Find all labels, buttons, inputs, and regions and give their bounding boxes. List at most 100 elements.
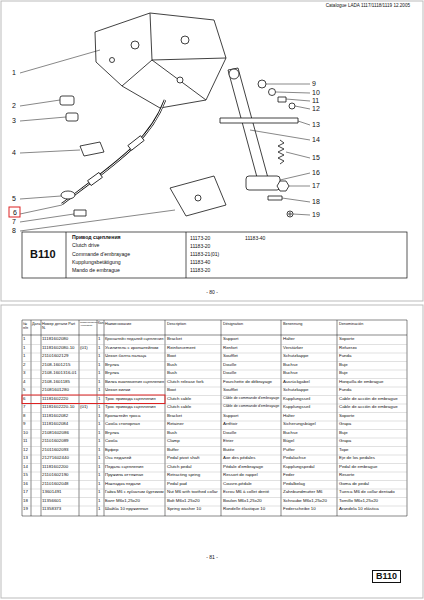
table-cell: 1: [98, 456, 100, 461]
table-header: Benennung: [283, 322, 335, 326]
table-cell: 1: [98, 337, 100, 342]
table-cell: 1: [98, 448, 100, 453]
table-cell: Вилка выключения сцепления: [105, 380, 164, 384]
table-cell: Spring washer 10: [167, 507, 201, 512]
table-cell: Cable de acción de embrague: [339, 405, 398, 410]
table-cell: 21101602190: [42, 473, 69, 478]
table-cell: Tornillo M6x1,25x20: [339, 499, 378, 504]
table-cell: 15: [23, 473, 28, 478]
table-cell: Etrier: [223, 439, 234, 444]
table-cell: 8: [23, 414, 25, 419]
table-cell: Гайка М6 с зубчатым буртиком: [105, 490, 164, 494]
table-cell: Cable de acción de embrague: [339, 397, 398, 402]
table-cell: 11358373: [42, 507, 61, 512]
table-cell: 11: [23, 439, 28, 444]
table-cell: Boot: [167, 354, 176, 359]
callout-number: 3: [12, 117, 16, 124]
callout-number: 12: [312, 105, 320, 112]
table-cell: 3: [23, 371, 25, 376]
table-header: Denominación: [339, 322, 405, 326]
table-cell: 1: [98, 397, 100, 402]
table-cell: Axe des pédales: [223, 456, 255, 461]
table-cell: 14: [23, 465, 28, 470]
table-cell: Втулка: [105, 431, 119, 436]
table-cell: Pedalachse: [283, 456, 306, 461]
callout-number: 8: [12, 227, 16, 234]
table-cell: 1: [98, 346, 100, 351]
table-cell: Болт М6х1,25х20: [105, 499, 140, 504]
table-cell: Ось педалей: [105, 456, 131, 461]
table-cell: 13: [23, 456, 28, 461]
table-cell: Tope: [339, 448, 349, 453]
section-title: Commande d'embrayage: [72, 252, 130, 257]
table-header: Дата: [32, 322, 40, 326]
table-header: Наименование: [105, 322, 163, 326]
table-cell: 2108-1601215: [42, 363, 70, 368]
section-tab: B110: [372, 570, 401, 583]
table-cell: 12: [23, 448, 28, 453]
table-cell: Schutzkappe: [283, 354, 308, 359]
table-cell: 21101602129: [42, 354, 69, 359]
table-header: № п/п: [23, 322, 30, 330]
table-cell: Feder: [283, 473, 294, 478]
table-cell: 2: [23, 363, 25, 368]
table-cell: Kupplungspedal: [283, 465, 315, 470]
table-cell: Clutch cable: [167, 397, 191, 402]
model-code: 11183-20: [190, 268, 210, 273]
table-cell: Support: [223, 337, 238, 342]
table-cell: Grapa: [339, 422, 351, 427]
table-cell: 2108-1601316-01: [42, 371, 77, 376]
table-header: Désignation: [223, 322, 279, 326]
page-header: Catalogue LADA 1117/1118/1119 12.2005: [326, 4, 410, 9]
section-title: Mando de embrague: [72, 268, 120, 273]
table-cell: 11181602220: [42, 397, 68, 402]
table-cell: Fourchette de débrayage: [223, 380, 272, 385]
page-number: - 80 -: [206, 290, 218, 295]
callout-number: 14: [312, 136, 320, 143]
table-cell: Bolt M6x1.25x20: [167, 499, 200, 504]
table-cell: Clutch release fork: [167, 380, 204, 385]
table-cell: Couvre-pédale: [223, 482, 252, 487]
table-cell: Скоба стопорная: [105, 422, 140, 427]
table-cell: Втулка: [105, 363, 119, 368]
table-cell: Bush: [167, 363, 177, 368]
table-cell: Buchse: [283, 371, 298, 376]
model-code: 11183-21(01): [190, 252, 219, 257]
table-cell: Boulon M6x1,25x20: [223, 499, 262, 504]
table-cell: 17: [23, 490, 28, 495]
table-cell: Втулка: [105, 371, 119, 376]
table-cell: Чехол болта пальца: [105, 354, 146, 359]
callout-number: 6: [13, 209, 17, 216]
table-cell: Buje: [339, 431, 348, 436]
table-cell: Schraube M6x1,25x20: [283, 499, 327, 504]
table-cell: Halter: [283, 337, 295, 342]
section-title: Clutch drive: [72, 243, 99, 248]
table-cell: Douille: [223, 431, 236, 436]
table-cell: 21011602093: [42, 448, 69, 453]
table-cell: 1: [98, 388, 100, 393]
section-title: Привод сцепления: [72, 235, 121, 240]
callout-number: 15: [312, 154, 320, 161]
table-cell: 1: [98, 405, 100, 410]
callout-number: 13: [312, 121, 320, 128]
table-cell: Ausrückgabel: [283, 380, 310, 385]
table-cell: Câble de commande d'embrayage: [223, 405, 279, 409]
table-cell: Педаль сцепления: [105, 465, 143, 470]
table-cell: Retainer: [167, 422, 184, 427]
table-cell: 11356601: [42, 499, 61, 504]
table-cell: Buchse: [283, 431, 298, 436]
page-number: - 81 -: [206, 555, 218, 560]
table-cell: 1: [98, 439, 100, 444]
table-cell: Verstärker: [283, 346, 303, 351]
table-cell: Pedalbelag: [283, 482, 305, 487]
table-cell: 19: [23, 507, 28, 512]
callout-number: 1: [12, 69, 16, 76]
table-cell: Шайба 10 пружинная: [105, 507, 148, 512]
table-cell: 1: [23, 354, 25, 359]
table-cell: Чехол вилки: [105, 388, 130, 393]
table-cell: Clutch cable: [167, 405, 191, 410]
table-cell: Soufflet: [223, 354, 238, 359]
table-cell: 1: [98, 490, 100, 495]
table-cell: Retracting spring: [167, 473, 200, 478]
table-cell: Трос привода сцепления: [105, 405, 156, 410]
